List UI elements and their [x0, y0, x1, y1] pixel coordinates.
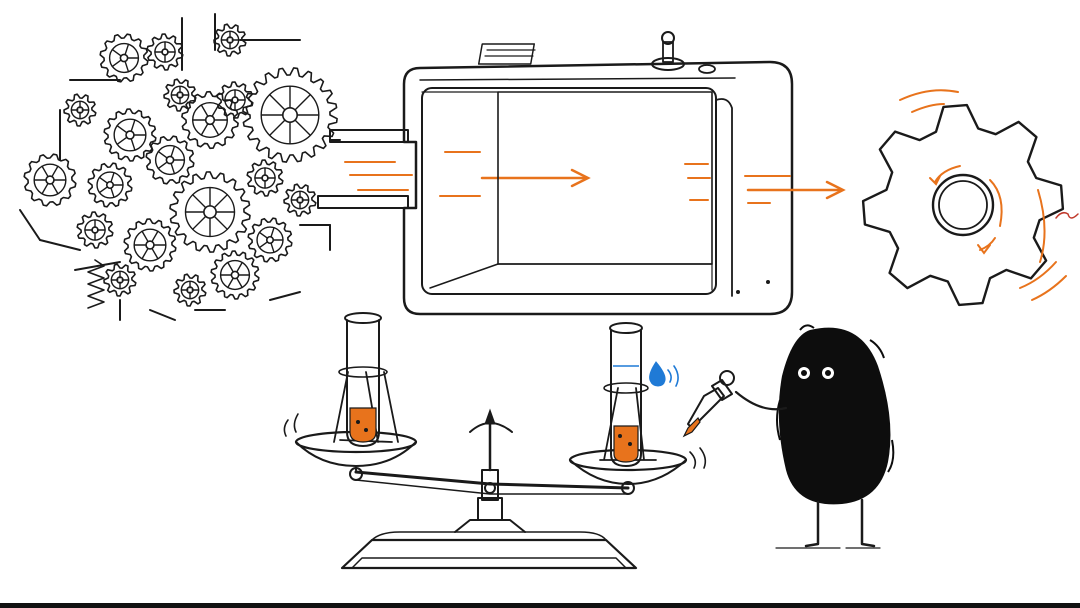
gear-icon	[246, 159, 284, 197]
gear-icon	[169, 171, 251, 253]
spring-icon	[87, 259, 105, 309]
rod-icon	[149, 309, 176, 321]
bottom-bar	[0, 603, 1080, 608]
gear-icon	[163, 78, 197, 112]
test-tube-icon	[599, 322, 657, 467]
flow-arrow-icon	[344, 151, 591, 197]
gear-icon	[216, 81, 254, 119]
gear-icon	[242, 67, 338, 163]
rod-icon	[39, 239, 81, 251]
gear-icon	[76, 211, 114, 249]
rod-icon	[269, 291, 301, 301]
rod-icon	[19, 209, 41, 241]
gear-icon	[123, 218, 177, 272]
gear-icon	[63, 93, 97, 127]
rod-icon	[74, 261, 121, 271]
gear-icon	[210, 250, 260, 300]
flow-arrow-icon	[684, 163, 846, 204]
single-gear-icon	[861, 103, 1065, 307]
gear-icon	[247, 217, 293, 263]
gear-icon	[23, 153, 77, 207]
gear-icon	[103, 263, 137, 297]
gear-icon	[145, 135, 195, 185]
transfer-box-icon	[317, 31, 794, 316]
gear-icon	[99, 33, 149, 83]
gear-icon	[283, 183, 317, 217]
test-tube-icon	[333, 312, 399, 447]
gear-icon	[103, 108, 157, 162]
creature-icon	[734, 324, 895, 549]
gear-icon	[87, 162, 133, 208]
gear-icon	[173, 273, 207, 307]
gear-icon	[146, 33, 184, 71]
water-drop-icon	[649, 361, 679, 387]
gear-icon	[181, 90, 239, 150]
dropper-icon	[682, 370, 735, 438]
gear-cluster-icon	[19, 13, 341, 321]
balance-scale-icon	[283, 408, 707, 570]
flow-arrow-icon	[899, 89, 1079, 301]
